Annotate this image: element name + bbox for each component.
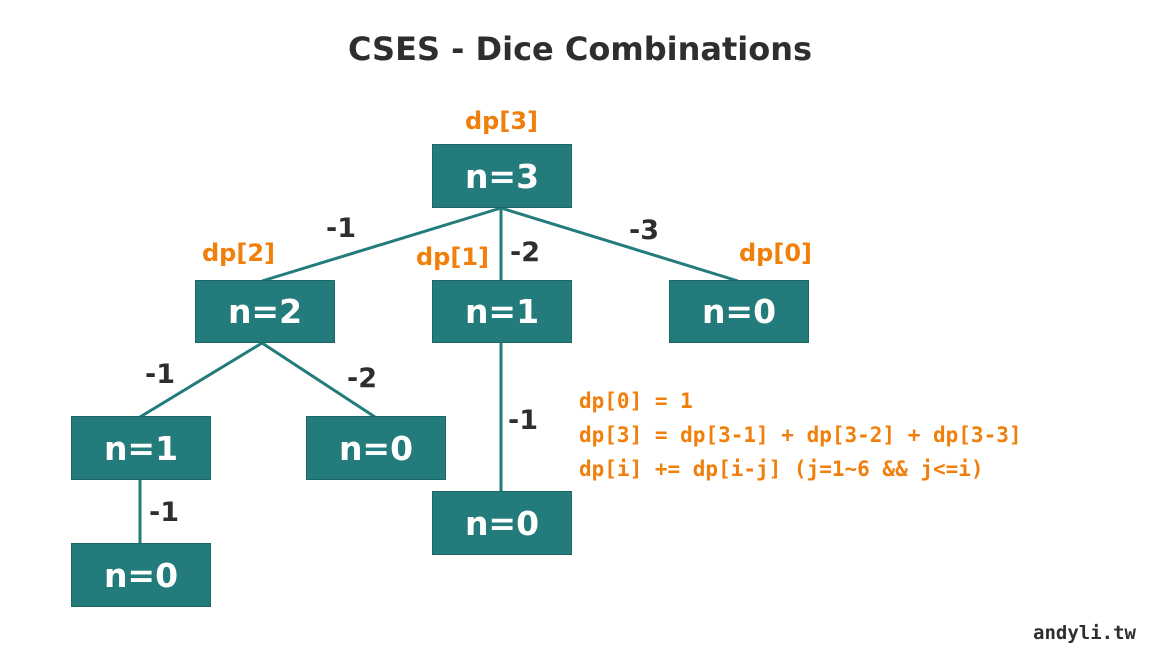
node-n0-bottom-left: n=0 [71,543,211,607]
edge-n2-to-n1 [139,341,263,419]
edge-n2-to-n0 [261,341,376,419]
node-n0-right: n=0 [669,280,809,343]
node-n0-mid-left: n=0 [306,416,446,480]
edge-label-n2-n0: -2 [347,363,377,394]
node-n3-root: n=3 [432,144,572,208]
edge-root-to-n0 [500,206,739,283]
formula-dp3-expansion: dp[3] = dp[3-1] + dp[3-2] + dp[3-3] [579,423,1022,447]
edge-label-root-n2: -1 [326,213,356,244]
edge-root-to-n2 [261,206,502,283]
edge-label-n2-n1: -1 [145,359,175,390]
node-n1-left: n=1 [71,416,211,480]
node-n1-mid: n=1 [432,280,572,343]
edge-label-n1-n0-left: -1 [149,497,179,528]
dp-label-3: dp[3] [465,107,538,135]
edge-label-root-n0: -3 [629,215,659,246]
diagram-title: CSES - Dice Combinations [347,30,813,68]
edge-label-n1-n0-mid: -1 [508,405,538,436]
edge-label-root-n1: -2 [510,237,540,268]
dp-label-2: dp[2] [202,239,275,267]
watermark: andyli.tw [1033,622,1136,644]
formula-recurrence: dp[i] += dp[i-j] (j=1~6 && j<=i) [579,457,984,481]
node-n0-bottom-mid: n=0 [432,491,572,555]
formula-base-case: dp[0] = 1 [579,389,693,413]
dp-label-1: dp[1] [416,243,489,271]
node-n2: n=2 [195,280,335,343]
dp-label-0: dp[0] [739,239,812,267]
